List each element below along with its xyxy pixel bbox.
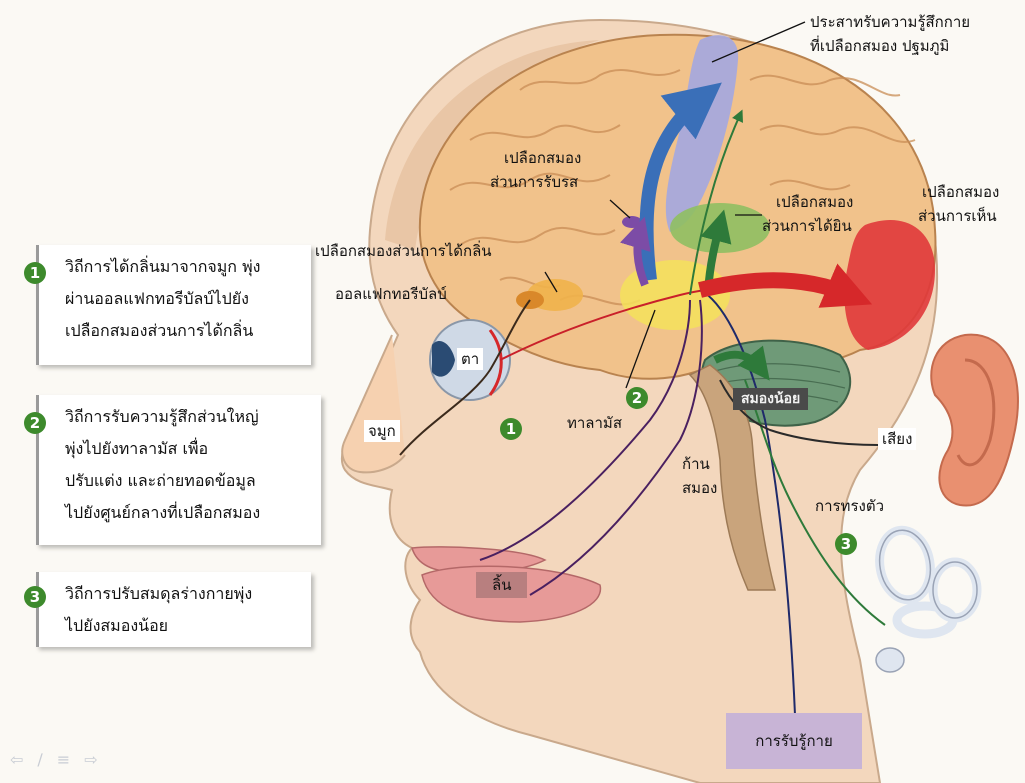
slide-nav: ⇦ ∕ ≡ ⇨ — [10, 750, 98, 769]
marker-pathway-1: 1 — [500, 418, 522, 440]
label-somatosensory-cortex: ประสาทรับความรู้สึกกาย ที่เปลือกสมอง ปฐม… — [810, 10, 970, 58]
label-tongue: ลิ้น — [476, 572, 527, 598]
label-visual-cortex: เปลือกสมอง ส่วนการเห็น — [918, 180, 999, 228]
pathway-3-line: วิถีการปรับสมดุลร่างกายพุ่ง — [65, 578, 252, 610]
label-sound: เสียง — [878, 428, 916, 450]
menu-icon[interactable]: ≡ — [57, 750, 70, 769]
label-brainstem: ก้าน สมอง — [682, 452, 717, 500]
label-thalamus: ทาลามัส — [567, 412, 622, 434]
gustatory-area — [622, 216, 642, 228]
label-cerebellum: สมองน้อย — [733, 388, 808, 410]
pathway-2-line: ไปยังศูนย์กลางที่เปลือกสมอง — [65, 497, 260, 529]
pathway-2-line: ปรับแต่ง และถ่ายทอดข้อมูล — [65, 465, 260, 497]
pathway-1-line: วิถีการได้กลิ่นมาจากจมูก พุ่ง — [65, 251, 260, 283]
marker-pathway-2: 2 — [626, 387, 648, 409]
pathway-1-line: เปลือกสมองส่วนการได้กลิ่น — [65, 315, 260, 347]
pathway-badge-1: 1 — [24, 262, 46, 284]
pathway-panel-1: วิถีการได้กลิ่นมาจากจมูก พุ่ง ผ่านออลแฟก… — [36, 245, 311, 365]
arrow-left-icon[interactable]: ⇦ — [10, 750, 23, 769]
marker-pathway-3: 3 — [835, 533, 857, 555]
label-eye: ตา — [457, 348, 483, 370]
pathway-badge-3: 3 — [24, 586, 46, 608]
pathway-panel-2: วิถีการรับความรู้สึกส่วนใหญ่ พุ่งไปยังทา… — [36, 395, 321, 545]
label-body-sense: การรับรู้กาย — [726, 713, 862, 769]
label-olfactory-cortex: เปลือกสมองส่วนการได้กลิ่น — [315, 240, 492, 262]
pathway-badge-2: 2 — [24, 412, 46, 434]
inner-ear — [874, 526, 977, 634]
pathway-panel-3: วิถีการปรับสมดุลร่างกายพุ่ง ไปยังสมองน้อ… — [36, 572, 311, 647]
pen-icon[interactable]: ∕ — [37, 750, 42, 769]
pathway-1-line: ผ่านออลแฟกทอรีบัลบ์ไปยัง — [65, 283, 260, 315]
pathway-2-line: วิถีการรับความรู้สึกส่วนใหญ่ — [65, 401, 260, 433]
pathway-3-line: ไปยังสมองน้อย — [65, 610, 252, 642]
ear — [931, 335, 1018, 506]
label-auditory-cortex: เปลือกสมอง ส่วนการได้ยิน — [762, 190, 853, 238]
label-balance: การทรงตัว — [815, 495, 884, 517]
arrow-right-icon[interactable]: ⇨ — [84, 750, 97, 769]
pathway-2-line: พุ่งไปยังทาลามัส เพื่อ — [65, 433, 260, 465]
label-olfactory-bulb: ออลแฟกทอรีบัลบ์ — [335, 283, 447, 305]
label-gustatory-cortex: เปลือกสมอง ส่วนการรับรส — [490, 146, 581, 194]
label-nose: จมูก — [364, 420, 400, 442]
